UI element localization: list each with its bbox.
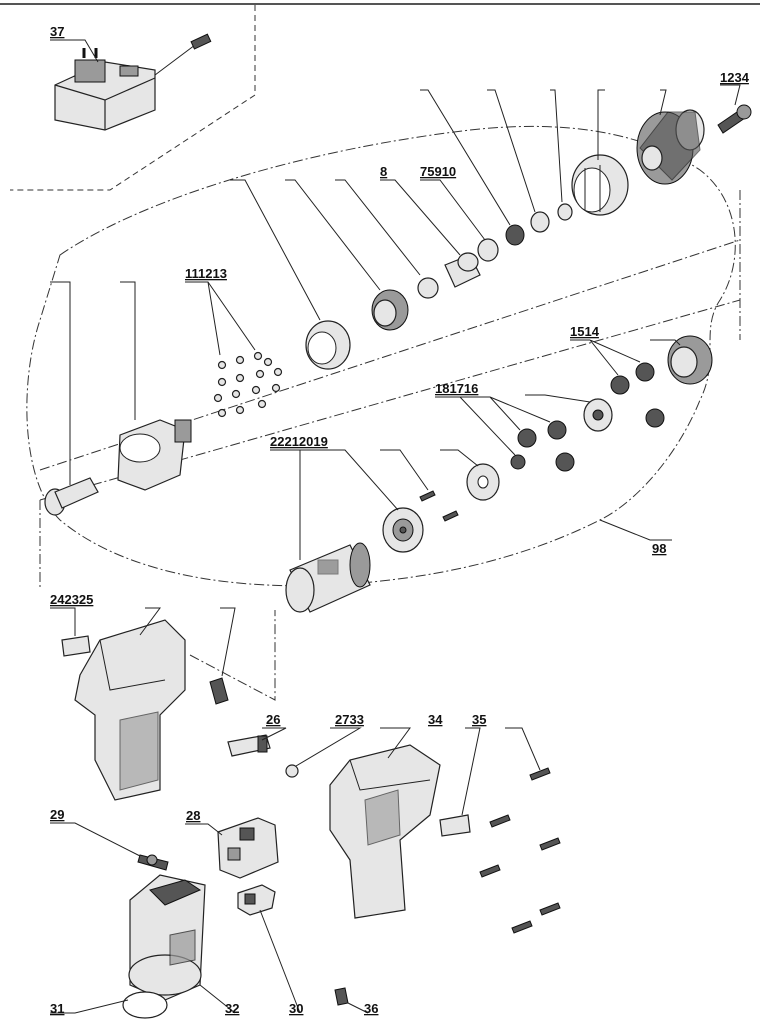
leader-29 — [50, 822, 141, 857]
label-1234: 1234 — [720, 70, 750, 85]
label-31: 31 — [50, 1001, 64, 1016]
leader-washer-b — [487, 89, 536, 213]
leader-housing-screws — [505, 727, 541, 771]
small-clip-part — [334, 987, 349, 1006]
leader-36 — [347, 1002, 369, 1014]
leader-98 — [599, 519, 672, 541]
motor-part — [285, 542, 371, 613]
label-2733: 2733 — [335, 712, 364, 727]
leader-chuck — [659, 89, 667, 116]
left-housing-part — [74, 619, 186, 801]
sun-carrier-part — [583, 398, 613, 432]
nameplate-part — [439, 814, 471, 837]
label-37: 37 — [50, 24, 64, 39]
label-1514: 1514 — [570, 324, 600, 339]
assembly-outline — [26, 125, 736, 587]
leader-washer-d — [335, 179, 421, 276]
leader-sun-carrier — [525, 394, 591, 403]
leader-1514 — [570, 339, 641, 376]
label-181716: 181716 — [435, 381, 478, 396]
planet-gears-upper — [610, 362, 665, 428]
leader-contact-clip — [220, 607, 236, 677]
label-8: 8 — [380, 164, 387, 179]
charger-region-outline — [10, 5, 256, 191]
motor-axis — [189, 610, 276, 701]
motor-plate-part — [382, 507, 424, 553]
contact-clip-part — [209, 677, 229, 705]
chuck-screw-part — [717, 104, 752, 134]
battery-part — [128, 874, 206, 1001]
label-29: 29 — [50, 807, 64, 822]
leader-242325 — [50, 607, 76, 636]
leader-1234 — [720, 84, 741, 106]
label-34: 34 — [428, 712, 443, 727]
leader-75910 — [420, 179, 486, 241]
leader-28 — [185, 823, 223, 836]
housing-screws — [479, 767, 561, 934]
planet-carrier-part — [305, 320, 351, 370]
planet-gears-lower — [510, 420, 575, 472]
switch-cover-part — [227, 734, 271, 757]
battery-contact-part — [237, 884, 276, 916]
label-242325: 242325 — [50, 592, 93, 607]
label-98: 98 — [652, 541, 666, 556]
label-35: 35 — [472, 712, 486, 727]
leader-8 — [380, 179, 461, 256]
label-28: 28 — [186, 808, 200, 823]
led-part — [285, 764, 299, 778]
leader-clutch-ring — [597, 89, 605, 160]
chuck-part — [636, 109, 705, 185]
leader-2733 — [295, 727, 362, 767]
label-32: 32 — [225, 1001, 239, 1016]
leader-gearbox — [120, 281, 136, 420]
leader-35 — [461, 727, 481, 816]
gearbox-housing-part — [117, 419, 192, 491]
battery-sticker-part — [122, 991, 168, 1019]
leader-washer-c — [550, 89, 563, 203]
steel-balls — [213, 351, 283, 418]
direction-switch-part — [137, 854, 169, 871]
leader-motor-screws — [380, 449, 429, 491]
leader-carrier — [230, 179, 321, 321]
internal-gear-part — [667, 335, 713, 385]
leader-181716 — [435, 396, 551, 456]
label-36: 36 — [364, 1001, 378, 1016]
ring-washers — [417, 203, 573, 299]
leader-output-shaft — [50, 281, 71, 485]
charger-part — [54, 33, 212, 131]
ring-gear-part — [371, 289, 409, 331]
label-75910: 75910 — [420, 164, 456, 179]
leader-30 — [259, 909, 301, 1014]
leader-32 — [199, 984, 236, 1014]
label-22212019: 22212019 — [270, 434, 328, 449]
leader-31 — [50, 999, 129, 1014]
label-plate-part — [61, 635, 91, 657]
thrust-washer-part — [466, 463, 500, 501]
spindle-part — [444, 252, 481, 288]
leader-thrust-washer — [440, 449, 479, 467]
leader-left-housing — [139, 607, 161, 636]
label-30: 30 — [289, 1001, 303, 1016]
trigger-switch-part — [217, 817, 279, 879]
leader-111213 — [185, 281, 256, 356]
clutch-ring-part — [571, 154, 629, 216]
leader-26 — [261, 727, 287, 741]
leader-motor-plate — [270, 449, 399, 511]
leader-37 — [50, 39, 99, 63]
leader-internal-gear — [650, 339, 681, 346]
right-housing-part — [329, 744, 441, 919]
leader-ring-gear — [285, 179, 381, 291]
motor-screws — [419, 490, 459, 522]
label-26: 26 — [266, 712, 280, 727]
output-shaft-part — [44, 477, 99, 516]
leader-34 — [380, 727, 411, 759]
leader-washer-a — [420, 89, 511, 226]
label-111213: 111213 — [185, 266, 227, 281]
